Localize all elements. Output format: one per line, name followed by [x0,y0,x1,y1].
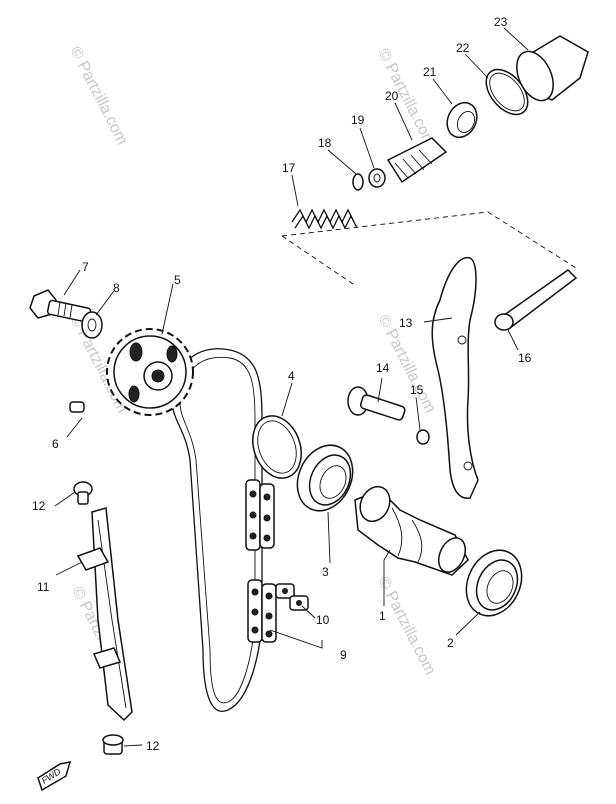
guide-pin [494,269,578,331]
callouts: 7 8 5 6 4 3 2 1 10 9 11 12 12 13 14 15 1… [32,15,532,753]
sprocket-bolt [29,289,92,323]
callout-19: 19 [351,113,365,127]
callout-12-bottom: 12 [146,739,160,753]
callout-15: 15 [410,383,424,397]
callout-14: 14 [376,361,390,375]
callout-16: 16 [518,351,532,365]
callout-23: 23 [494,15,508,29]
callout-11: 11 [37,580,50,594]
callout-4: 4 [288,369,295,383]
callout-9: 9 [340,648,347,662]
callout-5: 5 [174,273,181,287]
chain-guide-front [76,507,133,722]
callout-1: 1 [379,609,386,623]
callout-6: 6 [52,437,59,451]
tensioner-spring [291,208,358,230]
callout-10: 10 [316,613,330,627]
dowel-pin [69,401,85,413]
retaining-ring [252,415,302,479]
chain-link-set [245,479,277,643]
tensioner-rod [386,137,448,184]
screw-top [73,481,93,505]
callout-17: 17 [282,161,296,175]
callout-2: 2 [447,636,454,650]
callout-18: 18 [318,136,332,150]
cam-sprocket [106,328,194,416]
callout-8: 8 [113,281,120,295]
camshaft [354,485,469,576]
washer [81,311,103,339]
tensioner-nut [446,101,478,139]
callout-21: 21 [423,65,437,79]
screw-bottom [102,734,124,755]
leader-lines [54,27,529,747]
callout-22: 22 [456,41,470,55]
callout-12-top: 12 [32,499,46,513]
chain-joint-link [275,583,309,611]
tensioner-cap [516,35,589,102]
tensioner-washers [352,168,386,191]
callout-7: 7 [82,260,89,274]
tensioner-outline [281,211,577,287]
cam-chain [171,348,263,712]
guide-bolt [347,386,406,421]
clip [416,429,430,445]
callout-13: 13 [399,316,413,330]
fwd-arrow: FWD [37,761,72,792]
chain-guide-rear [431,256,479,499]
bearing-right [465,549,523,617]
bearing-left [296,444,354,512]
callout-3: 3 [322,565,329,579]
callout-20: 20 [385,89,399,103]
watermark-1: © Partzilla.com [66,44,130,148]
